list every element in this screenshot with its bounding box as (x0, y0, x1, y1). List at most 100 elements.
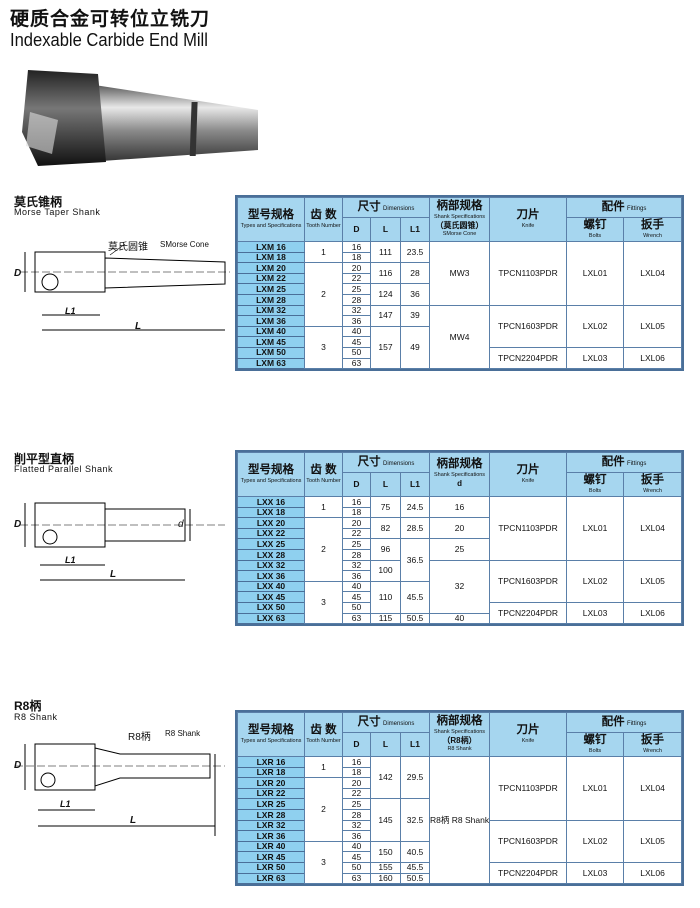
cell-model: LXR 50 (237, 861, 305, 874)
cell-shank: 16 (429, 495, 491, 519)
cell-D: 50 (342, 861, 371, 874)
cell-D: 25 (342, 283, 371, 295)
header-label: 扳手 (641, 219, 665, 231)
cell-L: 115 (370, 612, 401, 625)
header-label: 齿 数 (310, 464, 337, 476)
header-label: 配件 (601, 455, 625, 468)
cell-knife: TPCN1103PDR (489, 241, 568, 306)
header-label: （R8柄） (442, 736, 477, 746)
cell-D: 45 (342, 336, 371, 348)
cell-model: LXM 16 (237, 241, 305, 253)
cell-shank: 32 (429, 559, 491, 614)
header-label: 螺钉 (583, 474, 607, 486)
page-title-en: Indexable Carbide End Mill (10, 30, 208, 50)
cell-bolts: LXL01 (566, 756, 625, 821)
cell-bolts: LXL02 (566, 304, 625, 348)
cell-model: LXR 22 (237, 787, 305, 800)
header-sublabel: Bolts (588, 487, 602, 494)
header-label: 柄部规格 (436, 458, 483, 470)
cell-teeth: 3 (304, 580, 343, 625)
cell-model: LXX 28 (237, 548, 305, 561)
cell-bolts: LXL02 (566, 819, 625, 863)
cell-L1: 32.5 (399, 798, 431, 842)
header-sublabel: Bolts (588, 232, 602, 239)
cell-wrench: LXL04 (623, 496, 683, 561)
col-D: D (342, 217, 371, 242)
header-label: 刀片 (516, 724, 540, 736)
col-fittings: 配件 Fittings (566, 197, 683, 218)
cell-L: 155 (370, 861, 401, 874)
header-sublabel: Wrench (643, 747, 662, 754)
header-label: 螺钉 (583, 219, 607, 231)
cell-L: 157 (370, 325, 401, 370)
header-sublabel: Types and Specifications (240, 222, 302, 229)
col-L1: L1 (399, 732, 431, 757)
cell-model: LXX 18 (237, 506, 305, 519)
cell-D: 45 (342, 851, 371, 863)
header-label: 刀片 (516, 209, 540, 221)
cell-shank: MW3 (429, 241, 491, 306)
cell-D: 50 (342, 346, 371, 359)
cell-D: 40 (342, 325, 371, 338)
header-sublabel: Knife (521, 477, 535, 484)
shank-label-en: R8 Shank (165, 729, 201, 738)
cell-L: 100 (370, 559, 401, 582)
header-label: 型号规格 (248, 209, 294, 221)
cell-D: 36 (342, 570, 371, 582)
cell-model: LXX 20 (237, 517, 305, 529)
cell-D: 25 (342, 538, 371, 550)
section-title-r8-en: R8 Shank (14, 712, 58, 722)
header-sublabel: Wrench (643, 487, 662, 494)
cell-model: LXX 50 (237, 601, 305, 614)
cell-L: 75 (370, 495, 401, 519)
header-label: 刀片 (516, 464, 540, 476)
cell-L: 111 (370, 240, 401, 264)
cell-L1: 50.5 (399, 872, 431, 885)
cell-model: LXR 32 (237, 819, 305, 832)
header-label: 配件 (601, 715, 625, 728)
cell-model: LXR 63 (237, 872, 305, 885)
header-sublabel: Shank Specifications (434, 728, 486, 735)
flatted-shank-diagram: D d L1 L (10, 495, 235, 590)
header-label: d (457, 479, 462, 488)
cell-knife: TPCN1603PDR (489, 304, 568, 348)
cell-L: 142 (370, 755, 401, 800)
cell-model: LXX 63 (237, 612, 305, 625)
cell-D: 50 (342, 601, 371, 614)
cell-L: 160 (370, 872, 401, 885)
cell-wrench: LXL05 (623, 559, 683, 603)
cell-D: 28 (342, 808, 371, 821)
cell-shank: R8柄 R8 Shank (429, 755, 491, 885)
col-fittings: 配件 Fittings (566, 452, 683, 473)
cell-wrench: LXL06 (623, 346, 683, 370)
r8-shank-diagram: D L1 L R8柄 R8 Shank (10, 728, 235, 838)
cell-knife: TPCN1603PDR (489, 559, 568, 603)
header-label: 齿 数 (310, 209, 337, 221)
cell-wrench: LXL05 (623, 819, 683, 863)
cell-model: LXM 20 (237, 262, 305, 274)
cell-model: LXM 45 (237, 336, 305, 348)
cell-knife: TPCN1103PDR (489, 756, 568, 821)
cell-teeth: 2 (304, 517, 343, 582)
dim-label-L: L (130, 815, 137, 826)
cell-bolts: LXL01 (566, 241, 625, 306)
cell-D: 16 (342, 241, 371, 253)
cell-model: LXM 25 (237, 283, 305, 295)
header-sublabel: Shank Specifications (434, 471, 486, 478)
cell-teeth: 1 (304, 240, 343, 264)
cell-L: 124 (370, 283, 401, 306)
